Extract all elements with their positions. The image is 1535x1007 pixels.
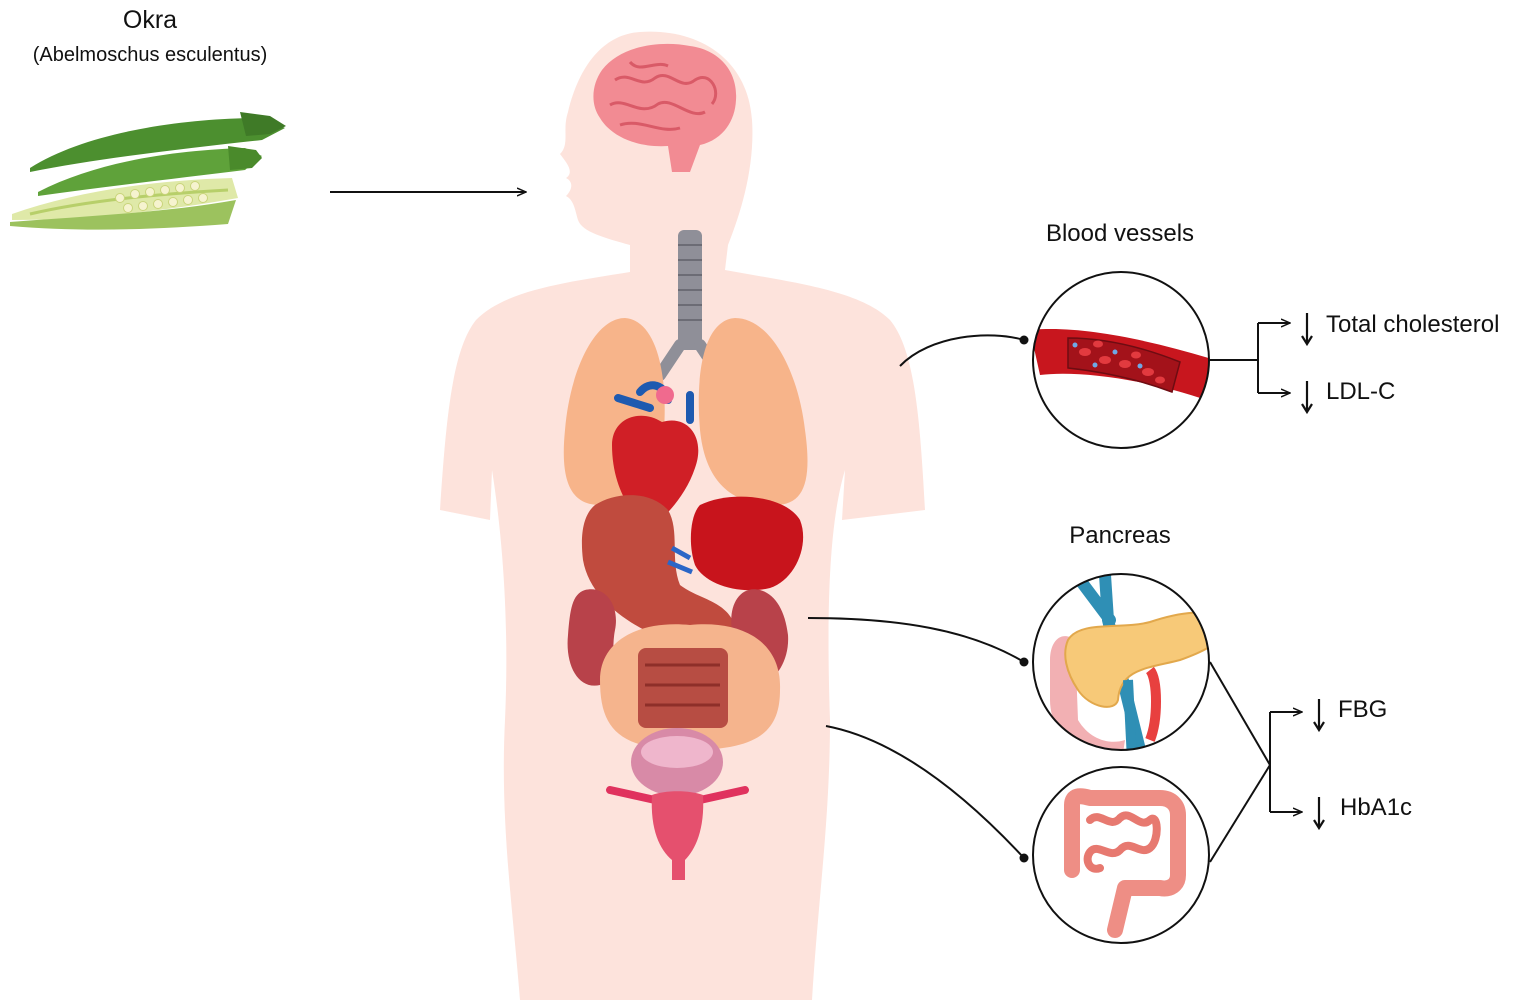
pancreas-title: Pancreas [1069,522,1171,549]
blood-vessel-icon [1032,271,1210,449]
down-arrow-icon [1301,313,1325,831]
bracket-pancreas [1209,661,1302,863]
human-body-icon [440,31,925,1000]
pancreas-icon [1032,573,1210,751]
colon-icon [1032,766,1210,944]
okra-scientific-name: (Abelmoschus esculentus) [32,44,268,66]
bracket-blood-vessels [1210,323,1290,393]
stomach-icon [581,495,735,650]
intestine-icon [600,624,781,750]
connector-dot-colon [1019,853,1029,863]
liver-icon [690,496,804,591]
effect-total-cholesterol: Total cholesterol [1326,311,1500,338]
uterus-icon [606,786,749,880]
bladder-icon [631,728,723,796]
effect-fbg: FBG [1338,696,1388,723]
connector-lines [807,334,1025,859]
connector-dot-pancreas [1019,657,1029,667]
effect-ldl-c: LDL-C [1326,378,1396,405]
effect-hba1c: HbA1c [1340,794,1413,821]
okra-icon [10,112,286,230]
blood-vessels-title: Blood vessels [1045,220,1195,247]
okra-title: Okra [122,6,178,34]
brain-icon [593,43,737,172]
connector-dot-blood [1019,335,1029,345]
